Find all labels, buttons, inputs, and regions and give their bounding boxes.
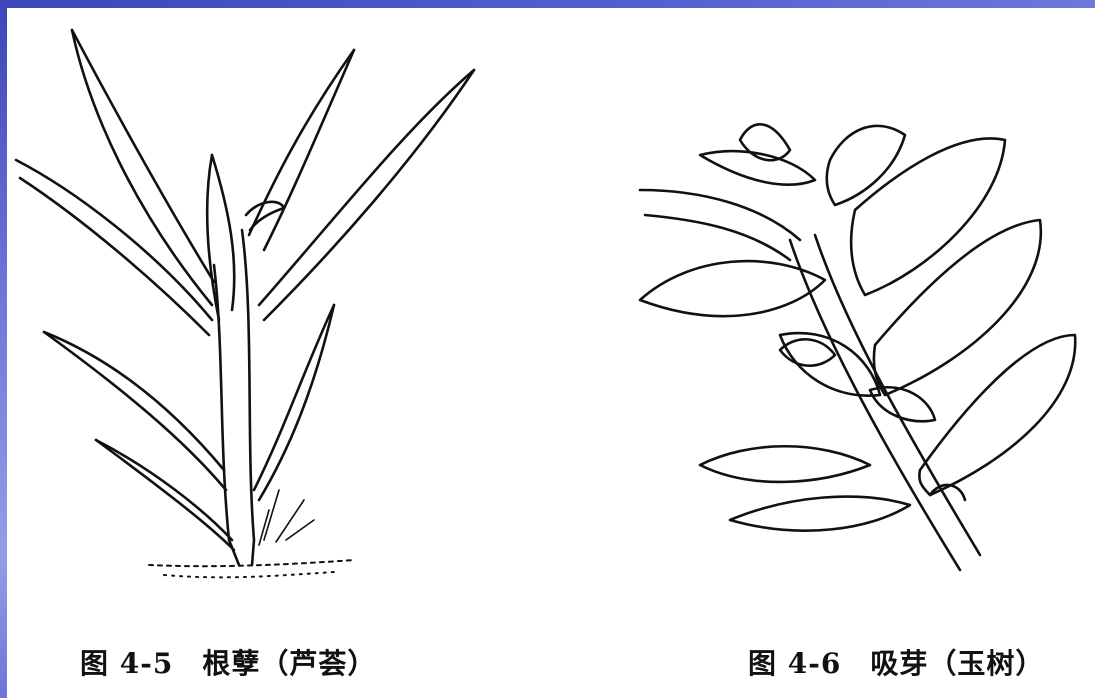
aloe-plant-drawing-icon — [14, 20, 484, 600]
slide-left-border — [0, 0, 7, 698]
slide-top-border — [0, 0, 1095, 8]
figure-caption-left: 图 4-5 根孽（芦荟） — [80, 647, 377, 680]
figure-caption-right: 图 4-6 吸芽（玉树） — [748, 647, 1045, 680]
jade-plant-drawing-icon — [630, 110, 1085, 580]
